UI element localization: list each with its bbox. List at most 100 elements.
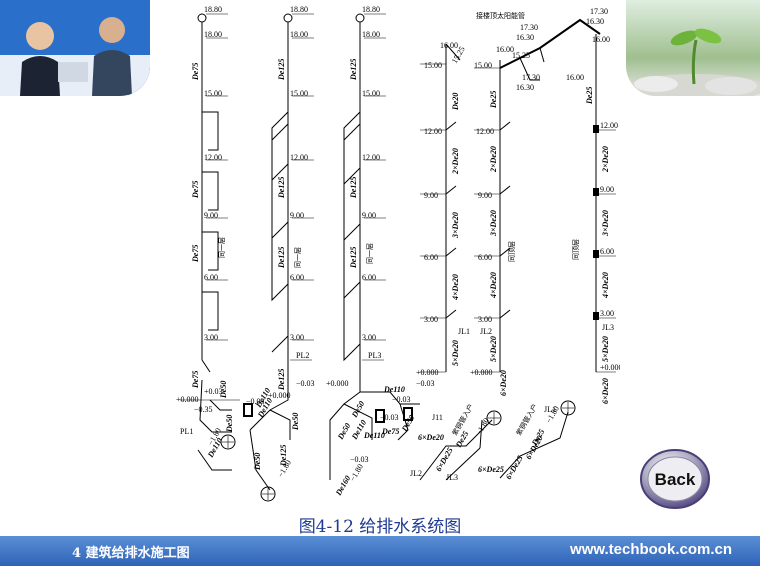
jl2-riser: 接楼顶太阳能管 17.30 16.30 16.00 15.25 17.30 16… xyxy=(470,11,601,396)
same-floor-note: 同一层 xyxy=(366,243,374,264)
level-label: 12.00 xyxy=(476,127,494,136)
pipe-label: De125 xyxy=(279,445,288,467)
pipe-label: 4×De20 xyxy=(601,272,610,299)
level-label: 6.00 xyxy=(204,273,218,282)
level-label: 16.30 xyxy=(516,83,534,92)
level-label: +0.000 xyxy=(416,368,439,377)
pipe-label: De125 xyxy=(277,369,286,391)
level-label: −0.03 xyxy=(392,395,411,404)
level-label: 18.00 xyxy=(290,30,308,39)
pipe-label: 5×De20 xyxy=(601,336,610,362)
level-label: 12.00 xyxy=(362,153,380,162)
pipe-label: De125 xyxy=(277,59,286,81)
jl2-label: JL2 xyxy=(410,469,422,478)
level-label: 18.00 xyxy=(204,30,222,39)
pl1-base: +0.000 +0.03 −0.35 PL1 De50 De50 De110 −… xyxy=(176,379,240,471)
level-label: 6.00 xyxy=(478,253,492,262)
pipe-label: De110 xyxy=(383,385,405,394)
pipe-label: De125 xyxy=(349,177,358,199)
level-label: +0.000 xyxy=(600,363,620,372)
level-label: 18.80 xyxy=(362,5,380,14)
pipe-label: 2×De20 xyxy=(451,148,460,175)
back-button[interactable]: Back xyxy=(639,448,711,510)
pipe-label: 4×De20 xyxy=(489,272,498,299)
level-label: 17.30 xyxy=(522,73,540,82)
level-label: 15.00 xyxy=(424,61,442,70)
level-label: +0.000 xyxy=(470,368,493,377)
level-label: −1.80 xyxy=(474,416,491,437)
level-label: −0.03 xyxy=(246,397,265,406)
pipe-label: De25 xyxy=(585,87,594,105)
level-label: −0.03 xyxy=(296,379,315,388)
level-label: 15.00 xyxy=(474,61,492,70)
level-label: 12.00 xyxy=(424,127,442,136)
pipe-label: De50 xyxy=(291,413,300,431)
level-label: 9.00 xyxy=(478,191,492,200)
level-label: 6.00 xyxy=(290,273,304,282)
level-label: 9.00 xyxy=(362,211,376,220)
figure-caption: 图4-12 给排水系统图 xyxy=(298,517,462,537)
pl2-base: +0.000 −0.03 −0.03 De110 De110 De50 De12… xyxy=(243,360,315,502)
pipe-label: 6×De20 xyxy=(601,378,610,404)
pipe-label: De50 xyxy=(335,421,352,441)
pipe-label: 2×De20 xyxy=(601,146,610,173)
pipe-label: 6×De25 xyxy=(478,465,504,474)
pipe-label: 5×De20 xyxy=(451,340,460,366)
pl1-riser: 18.80 18.00 15.00 12.00 9.00 6.00 3.00 D… xyxy=(191,5,228,389)
jl1-label: JL1 xyxy=(458,327,470,336)
pipe-label: De75 xyxy=(191,63,200,81)
pl3-label: PL3 xyxy=(368,351,381,360)
level-label: 18.80 xyxy=(290,5,308,14)
level-label: +0.000 xyxy=(176,395,199,404)
level-label: 12.00 xyxy=(600,121,618,130)
level-label: 3.00 xyxy=(478,315,492,324)
level-label: 15.00 xyxy=(362,89,380,98)
level-label: 17.30 xyxy=(590,7,608,16)
same-top-note: 同顶层 xyxy=(508,241,516,262)
footer-chapter-title: 4 建筑给排水施工图 xyxy=(72,546,190,561)
pipe-label: De110 xyxy=(363,431,385,440)
pipe-label: De75 xyxy=(191,245,200,263)
level-label: 6.00 xyxy=(600,247,614,256)
level-label: 17.30 xyxy=(520,23,538,32)
pipe-label: 6×De20 xyxy=(499,370,508,396)
jl1-label: JL1 xyxy=(544,405,556,414)
pipe-label: De50 xyxy=(399,413,416,433)
footer-bar: 4 建筑给排水施工图 www.techbook.com.cn xyxy=(0,536,760,566)
level-label: 16.00 xyxy=(592,35,610,44)
level-label: 9.00 xyxy=(290,211,304,220)
level-label: −0.03 xyxy=(380,413,399,422)
pipe-label: De50 xyxy=(225,415,234,433)
pipe-label: 6×De25 xyxy=(504,454,525,481)
level-label: 9.00 xyxy=(424,191,438,200)
pipe-label: De50 xyxy=(349,399,366,419)
level-label: 16.30 xyxy=(586,17,604,26)
same-top-note: 同顶层 xyxy=(572,239,580,260)
pipe-label: 3×De20 xyxy=(451,212,460,239)
pipe-label: De125 xyxy=(277,247,286,269)
pipe-label: De75 xyxy=(191,181,200,199)
pipe-label: De50 xyxy=(253,453,262,471)
level-label: 16.30 xyxy=(516,33,534,42)
level-label: −0.03 xyxy=(416,379,435,388)
level-label: 16.00 xyxy=(440,41,458,50)
level-label: +0.03 xyxy=(204,387,223,396)
pipe-label: De75 xyxy=(381,427,399,436)
level-label: 15.25 xyxy=(512,51,530,60)
level-label: 9.00 xyxy=(204,211,218,220)
level-label: 15.00 xyxy=(204,89,222,98)
pipe-label: De75 xyxy=(191,371,200,389)
sprout-photo xyxy=(626,0,760,96)
pipe-label: 6×De20 xyxy=(524,434,545,461)
pipe-label: De125 xyxy=(277,177,286,199)
pl1-label: PL1 xyxy=(180,427,193,436)
pl2-riser: 18.80 18.00 15.00 12.00 9.00 6.00 3.00 D… xyxy=(271,5,314,391)
pipe-label: 6×De25 xyxy=(434,446,455,473)
footer-site-url[interactable]: www.techbook.com.cn xyxy=(570,541,732,558)
level-label: −1.80 xyxy=(348,462,365,483)
roof-solar-note: 接楼顶太阳能管 xyxy=(476,11,525,20)
business-people-photo xyxy=(0,0,150,96)
same-floor-note: 同一层 xyxy=(294,247,302,268)
plumbing-system-drawing: 18.80 18.00 15.00 12.00 9.00 6.00 3.00 D… xyxy=(160,0,623,510)
j11-label: J11 xyxy=(432,413,443,422)
